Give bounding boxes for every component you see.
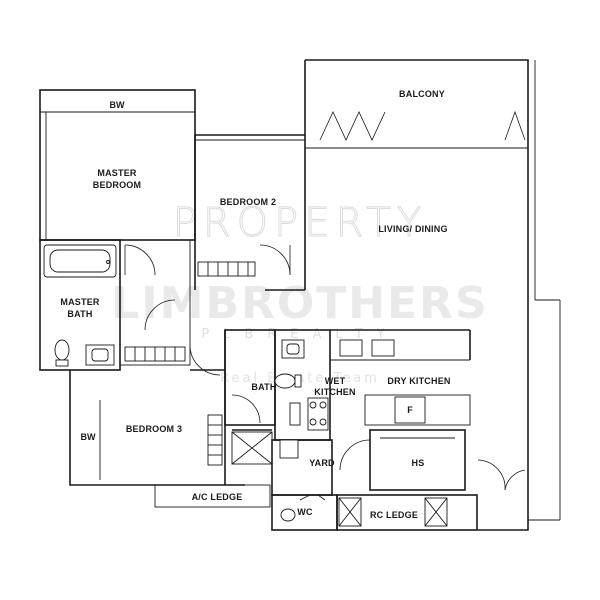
label-bw-left: BW bbox=[81, 432, 96, 442]
label-bath: BATH bbox=[251, 382, 276, 392]
fixtures bbox=[43, 244, 426, 522]
kitchen-sink bbox=[339, 339, 363, 357]
wardrobe-bedroom3 bbox=[207, 414, 223, 466]
label-master-bedroom-2: BEDROOM bbox=[93, 180, 141, 190]
wardrobe-bedroom2 bbox=[197, 261, 256, 277]
label-yard: YARD bbox=[309, 458, 335, 468]
label-bw-top: BW bbox=[110, 100, 125, 110]
label-rc-ledge: RC LEDGE bbox=[370, 510, 418, 520]
room-labels: BALCONY LIVING/ DINING MASTER BEDROOM BE… bbox=[60, 89, 450, 520]
doors bbox=[124, 110, 526, 501]
label-bedroom-3: BEDROOM 3 bbox=[126, 424, 182, 434]
label-wet-kitchen-2: KITCHEN bbox=[314, 387, 355, 397]
label-master-bath-2: BATH bbox=[67, 309, 92, 319]
label-fridge: F bbox=[407, 405, 413, 415]
watermark-line2: LIMBROTHERS bbox=[111, 278, 488, 329]
label-wc: WC bbox=[297, 507, 313, 517]
label-bedroom-2: BEDROOM 2 bbox=[220, 197, 276, 207]
walls bbox=[39, 59, 561, 531]
label-master-bath-1: MASTER bbox=[60, 297, 99, 307]
label-living-dining: LIVING/ DINING bbox=[378, 224, 447, 234]
label-dry-kitchen: DRY KITCHEN bbox=[387, 376, 450, 386]
label-hs: HS bbox=[412, 458, 425, 468]
watermark-line1: PROPERTY bbox=[173, 200, 428, 246]
watermark: PROPERTY LIMBROTHERS PLBREALTY Real Esta… bbox=[111, 200, 488, 387]
label-master-bedroom-1: MASTER bbox=[97, 168, 136, 178]
label-balcony: BALCONY bbox=[399, 89, 445, 99]
label-wet-kitchen-1: WET bbox=[325, 376, 346, 386]
fridge bbox=[394, 396, 426, 424]
bath-toilet bbox=[274, 373, 296, 389]
label-ac-ledge: A/C LEDGE bbox=[192, 492, 243, 502]
toilet bbox=[54, 339, 70, 361]
